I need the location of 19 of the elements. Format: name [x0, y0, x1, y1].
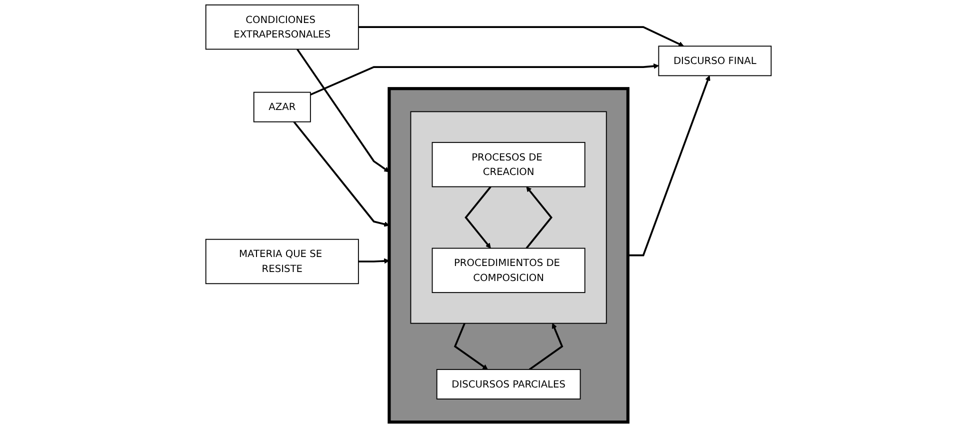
- arrow: [293, 121, 390, 227]
- node-box: PROCESOS DE CREACION: [432, 142, 586, 188]
- arrow: [528, 323, 564, 370]
- cluster: [388, 87, 630, 424]
- arrow: [358, 258, 390, 264]
- node-box: DISCURSOS PARCIALES: [436, 369, 581, 400]
- arrow: [296, 48, 390, 172]
- node-box: DISCURSO FINAL: [658, 46, 772, 76]
- node-box: PROCEDIMIENTOS DE COMPOSICION: [432, 248, 586, 294]
- node-box: MATERIA QUE SE RESISTE: [205, 238, 359, 284]
- arrow: [310, 63, 659, 96]
- arrow: [358, 26, 684, 47]
- arrow: [628, 75, 710, 256]
- node-box: AZAR: [253, 92, 311, 122]
- arrow: [454, 322, 488, 370]
- arrow: [464, 186, 492, 248]
- cluster: [410, 111, 607, 324]
- arrow: [526, 186, 553, 249]
- node-box: CONDICIONES EXTRAPERSONALES: [205, 4, 359, 50]
